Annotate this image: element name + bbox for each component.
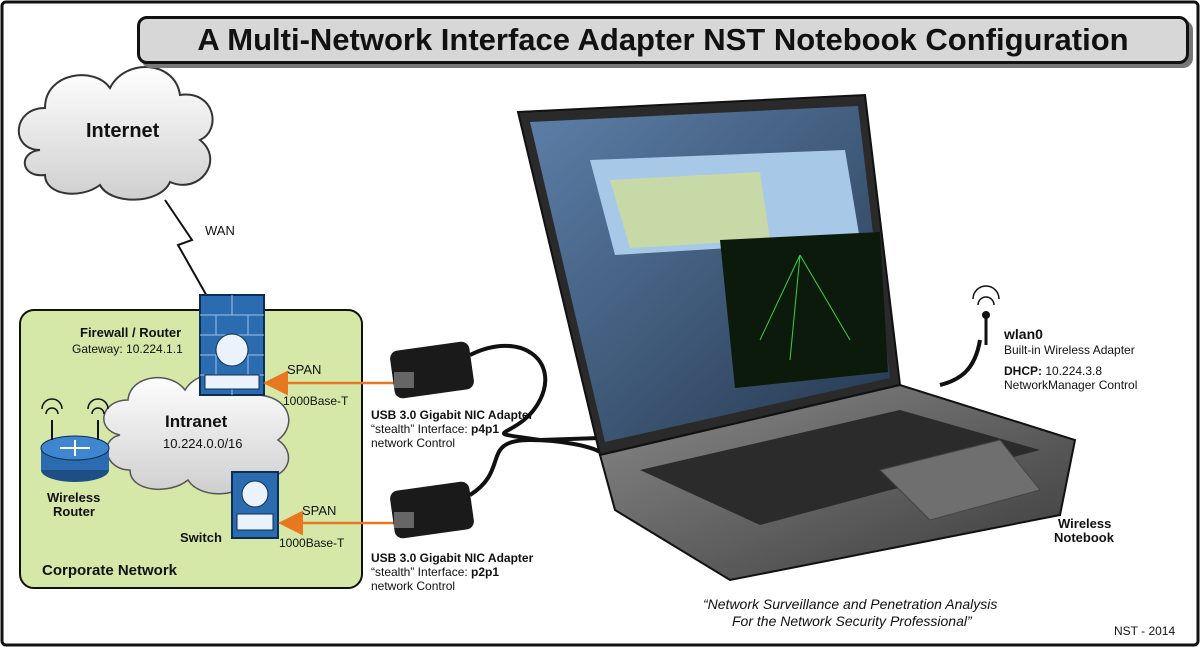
- wlan-dhcp-label: DHCP:: [1004, 364, 1042, 378]
- wireless-router-label-2: Router: [53, 504, 95, 519]
- adapter-top-interface-prefix: “stealth” Interface:: [371, 422, 472, 436]
- corporate-network-label: Corporate Network: [42, 562, 178, 579]
- wireless-router-device: [40, 398, 110, 482]
- intranet-cloud: [103, 372, 290, 495]
- switch-label: Switch: [180, 530, 222, 545]
- intranet-label: Intranet: [165, 412, 228, 431]
- wlan-dhcp-value: 10.224.3.8: [1042, 364, 1103, 378]
- intranet-subnet: 10.224.0.0/16: [163, 436, 243, 451]
- wlan-name: wlan0: [1004, 326, 1043, 342]
- adapter-top-control: network Control: [371, 436, 456, 450]
- adapter-bottom-interface-name: p2p1: [471, 565, 500, 579]
- internet-label: Internet: [86, 120, 160, 142]
- footer-credit: NST - 2014: [1114, 624, 1176, 638]
- gateway-label: Gateway: 10.224.1.1: [72, 342, 183, 356]
- wireless-router-label-1: Wireless: [47, 490, 101, 505]
- wan-label: WAN: [205, 223, 235, 238]
- usb-adapter-bottom: [390, 437, 602, 539]
- switch-device: [231, 471, 279, 539]
- adapter-bottom-interface-prefix: “stealth” Interface:: [371, 565, 472, 579]
- firewall-device: [199, 294, 265, 396]
- wlan-control: NetworkManager Control: [1004, 378, 1138, 392]
- laptop-notebook: [516, 93, 1077, 582]
- adapter-top-interface-name: p4p1: [471, 422, 500, 436]
- wlan-antenna: [972, 285, 1000, 345]
- firewall-label: Firewall / Router: [80, 325, 182, 340]
- notebook-label-1: Wireless: [1058, 516, 1112, 531]
- adapter-bottom-control: network Control: [371, 579, 456, 593]
- internet-cloud: [17, 66, 214, 201]
- span-bottom-speed: 1000Base-T: [279, 536, 345, 550]
- wan-link: [164, 199, 209, 299]
- adapter-top-name: USB 3.0 Gigabit NIC Adapter: [371, 408, 534, 422]
- quote-line-2: For the Network Security Professional”: [732, 613, 972, 629]
- adapter-bottom-interface: “stealth” Interface: p2p1: [371, 565, 499, 579]
- notebook-label-2: Notebook: [1054, 530, 1114, 545]
- quote-line-1: “Network Surveillance and Penetration An…: [703, 596, 998, 612]
- usb-adapter-top: [390, 341, 601, 443]
- adapter-bottom-name: USB 3.0 Gigabit NIC Adapter: [371, 551, 534, 565]
- wlan-desc: Built-in Wireless Adapter: [1004, 343, 1135, 357]
- adapter-top-interface: “stealth” Interface: p4p1: [371, 422, 499, 436]
- diagram-title: A Multi-Network Interface Adapter NST No…: [137, 16, 1189, 64]
- span-bottom-label: SPAN: [302, 503, 337, 518]
- span-top-label: SPAN: [287, 362, 322, 377]
- wlan-dhcp: DHCP: 10.224.3.8: [1004, 364, 1102, 378]
- span-top-speed: 1000Base-T: [283, 394, 349, 408]
